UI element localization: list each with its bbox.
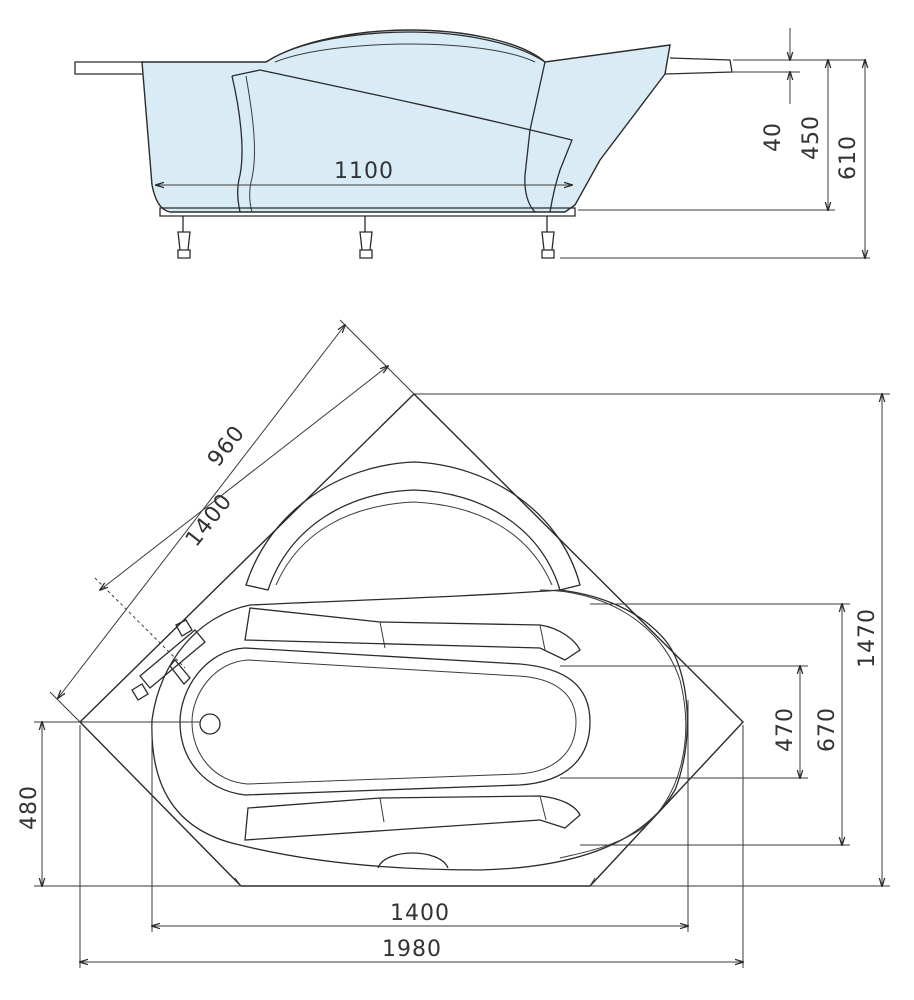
dim-480-label: 480 (17, 785, 42, 830)
side-seat-left-2 (245, 75, 255, 213)
dim-1980-label: 1980 (382, 937, 442, 962)
dim-470-label: 470 (773, 707, 798, 752)
dim-670-label: 670 (815, 707, 840, 752)
top-view: 960 1400 1470 670 470 480 1400 1980 (17, 319, 890, 968)
dim-40-label: 40 (761, 122, 786, 152)
side-seat-left (231, 75, 243, 213)
side-view: 1100 40 450 610 (74, 28, 870, 259)
dim-1400-horiz-label: 1400 (390, 901, 450, 926)
side-tub-body (141, 29, 671, 213)
top-seat-upper-2 (379, 621, 546, 651)
top-seat-lower (244, 795, 581, 841)
top-drain (199, 713, 221, 735)
side-backrest (524, 61, 546, 213)
dim-1100-label: 1100 (334, 159, 394, 184)
side-rim (74, 61, 146, 75)
side-seat-contour (231, 69, 573, 213)
dim-450-label: 450 (799, 115, 824, 160)
side-headrest-inner (274, 43, 536, 63)
top-seat-lower-2 (379, 795, 547, 823)
top-front-notch (377, 852, 449, 869)
side-base-plate (159, 207, 576, 217)
side-rim-right (664, 57, 733, 75)
side-headrest (265, 31, 546, 63)
top-rim-edge (234, 877, 596, 887)
dim-610-label: 610 (836, 135, 861, 180)
top-inner-bath-2 (191, 659, 577, 785)
top-headrest-outer (245, 461, 581, 591)
dim-line-1400-diag (100, 366, 388, 590)
side-legs (177, 216, 555, 259)
top-basin-outer (151, 589, 688, 871)
top-headrest-inner (275, 501, 553, 586)
top-seat-upper (244, 607, 581, 661)
top-bowl-wide (539, 589, 687, 859)
dim-1470-label: 1470 (855, 608, 880, 668)
dim-960-label: 960 (203, 421, 250, 472)
